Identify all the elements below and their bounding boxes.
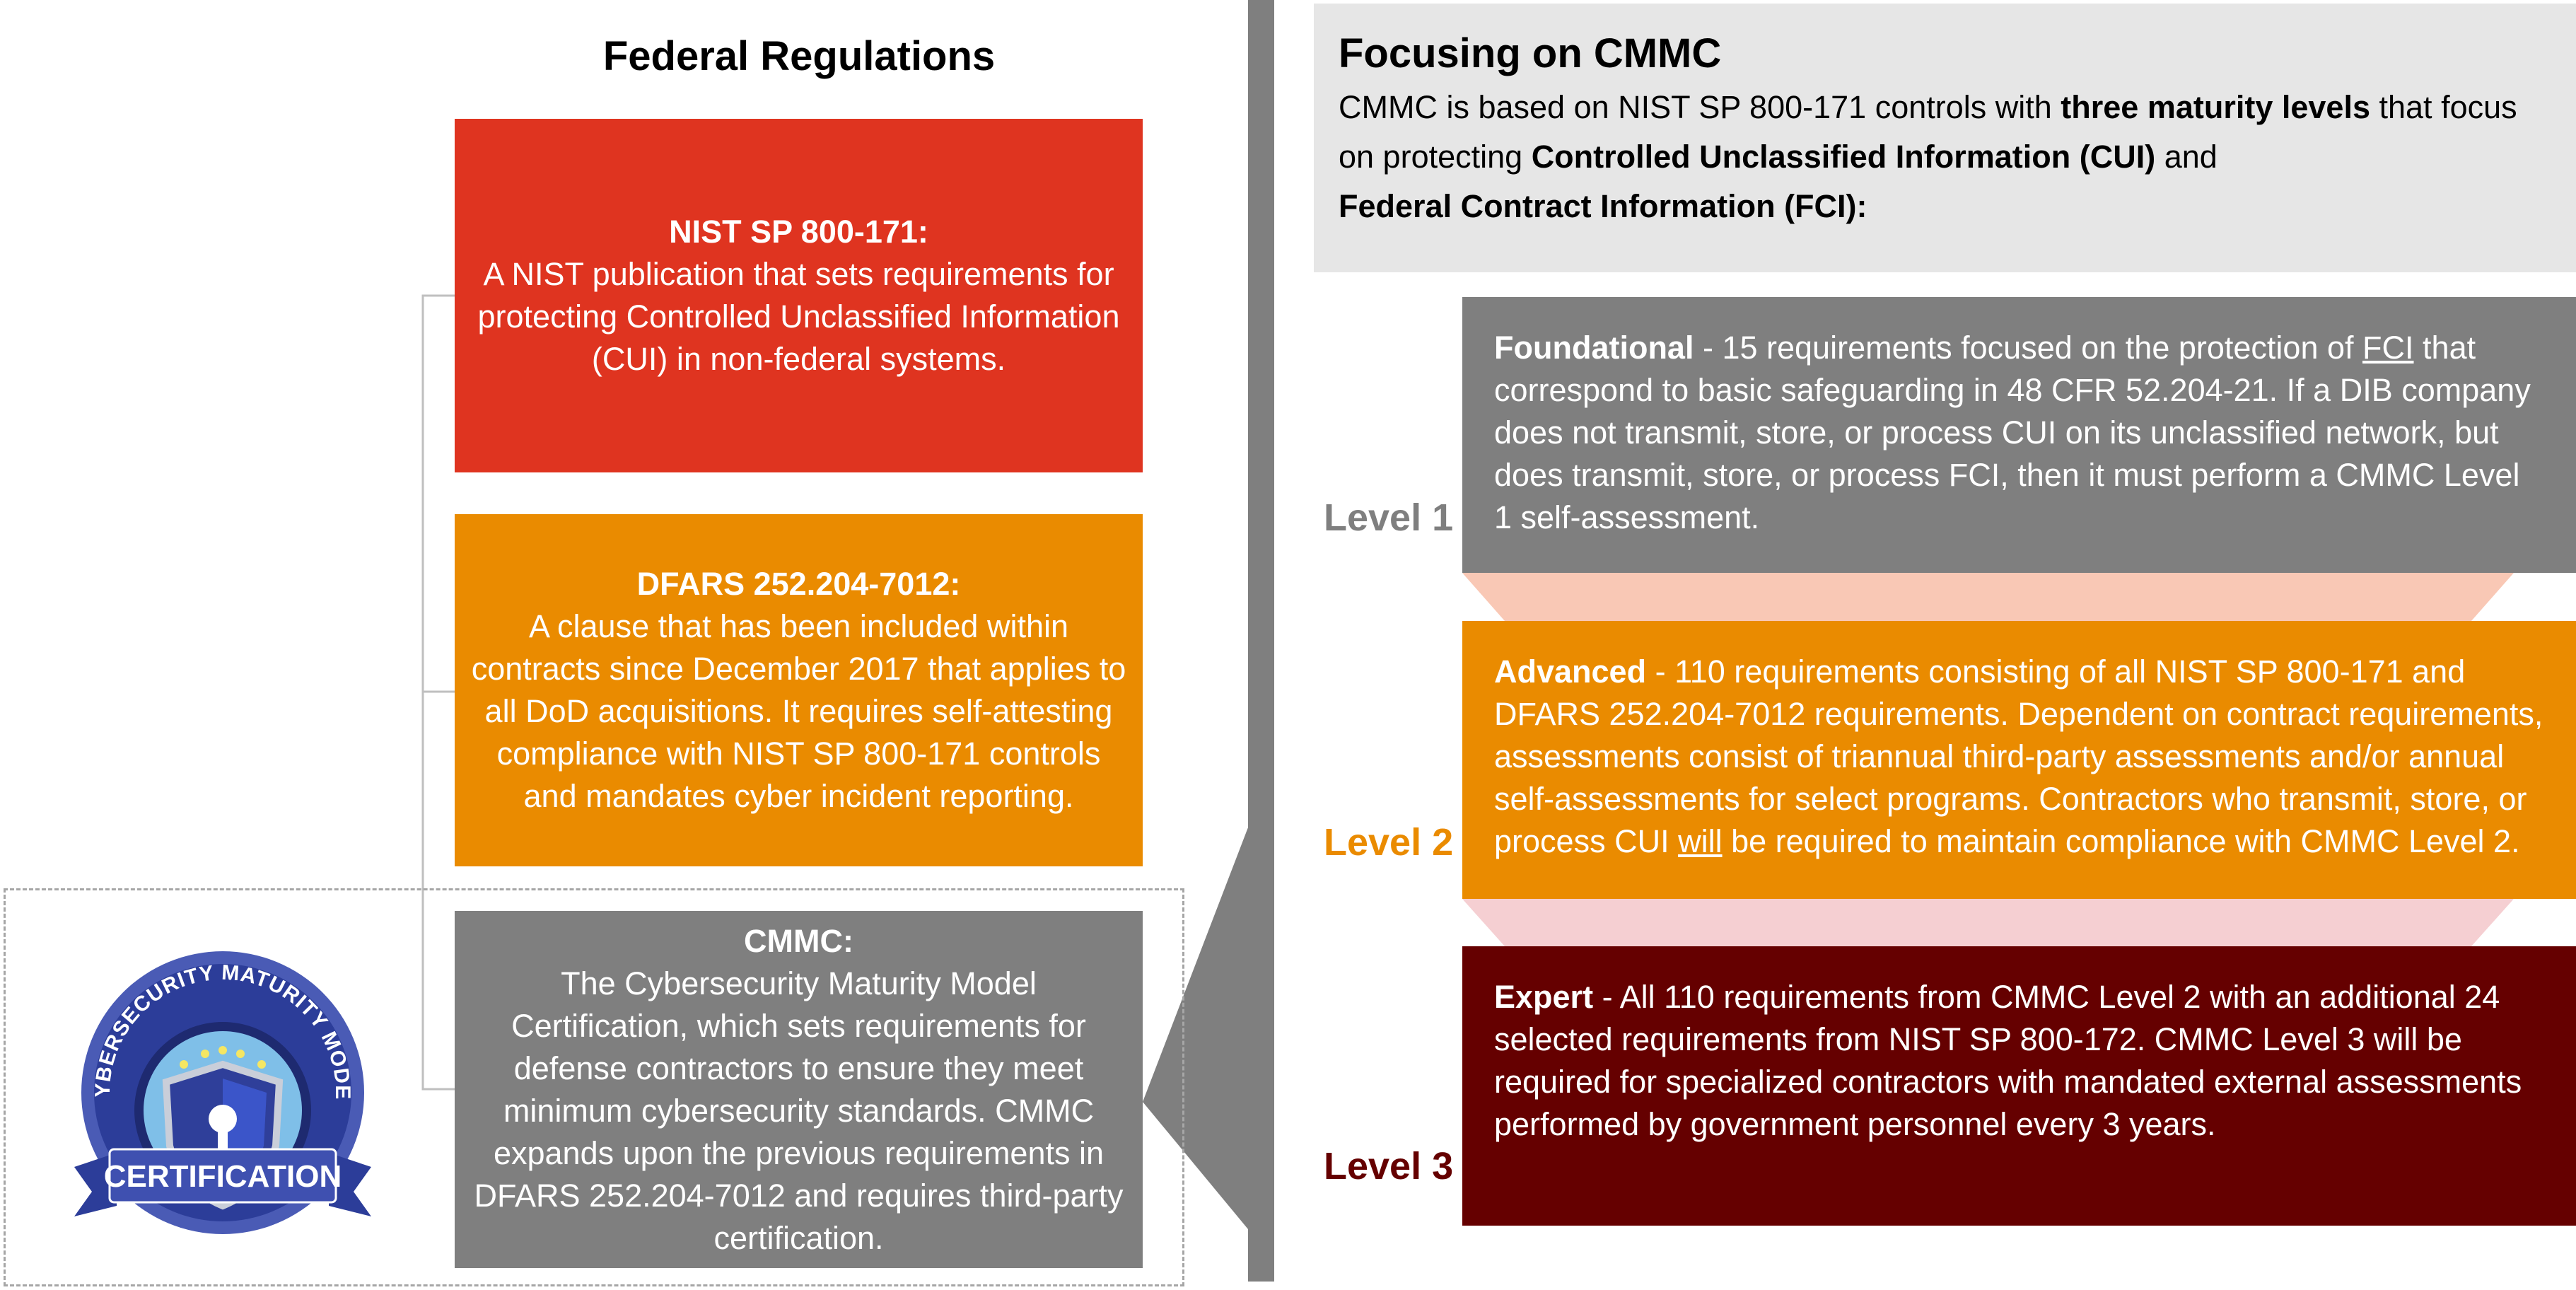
level-underlined: FCI bbox=[2362, 330, 2414, 366]
box-title: NIST SP 800-171: bbox=[669, 214, 928, 250]
nist-800-171-box: NIST SP 800-171: A NIST publication that… bbox=[455, 119, 1143, 472]
level-text: - All 110 requirements from CMMC Level 2… bbox=[1494, 979, 2522, 1142]
intro-bold: three maturity levels bbox=[2061, 89, 2370, 125]
box-body: A clause that has been included within c… bbox=[471, 608, 1126, 814]
level-text: be required to maintain compliance with … bbox=[1722, 823, 2520, 859]
level-name: Foundational bbox=[1494, 330, 1694, 366]
bracket-connector bbox=[421, 294, 455, 1091]
level-3-box: Expert - All 110 requirements from CMMC … bbox=[1462, 946, 2576, 1226]
vertical-divider bbox=[1248, 0, 1274, 1282]
level-text: that correspond to basic safeguarding in… bbox=[1494, 330, 2531, 535]
intro-text: and bbox=[2155, 139, 2217, 175]
intro-bold: Federal Contract Information (FCI): bbox=[1339, 188, 1867, 224]
cmmc-box: CMMC: The Cybersecurity Maturity Model C… bbox=[455, 911, 1143, 1268]
level-2-label: Level 2 bbox=[1324, 821, 1454, 864]
level-1-box: Foundational - 15 requirements focused o… bbox=[1462, 297, 2576, 573]
intro-text: CMMC is based on NIST SP 800-171 control… bbox=[1339, 89, 2061, 125]
intro-bold: Controlled Unclassified Information (CUI… bbox=[1531, 139, 2156, 175]
focusing-on-cmmc-panel: Focusing on CMMC CMMC is based on NIST S… bbox=[1314, 4, 2576, 272]
level-text: - 15 requirements focused on the protect… bbox=[1694, 330, 2363, 366]
level-2-box: Advanced - 110 requirements consisting o… bbox=[1462, 621, 2576, 899]
level-connector-2-3 bbox=[1462, 899, 2514, 946]
box-title: CMMC: bbox=[744, 922, 853, 959]
level-name: Advanced bbox=[1494, 653, 1647, 690]
cmmc-certification-badge-icon: CYBERSECURITY MATURITY MODEL CERTIFICATI… bbox=[60, 934, 371, 1234]
box-body: The Cybersecurity Maturity Model Certifi… bbox=[474, 965, 1124, 1256]
level-1-label: Level 1 bbox=[1324, 496, 1454, 539]
level-connector-1-2 bbox=[1462, 573, 2514, 621]
intro-text: that focus on protecting bbox=[1339, 89, 2517, 175]
level-underlined: will bbox=[1678, 823, 1723, 859]
focusing-on-cmmc-title: Focusing on CMMC bbox=[1339, 30, 1722, 76]
level-3-label: Level 3 bbox=[1324, 1145, 1454, 1187]
callout-wedge bbox=[1143, 827, 1248, 1229]
federal-regulations-title: Federal Regulations bbox=[602, 33, 996, 79]
cmmc-intro-text: CMMC is based on NIST SP 800-171 control… bbox=[1339, 83, 2551, 231]
cmmc-dashed-frame bbox=[4, 888, 1184, 1286]
box-body: A NIST publication that sets requirement… bbox=[477, 256, 1120, 377]
level-text: - 110 requirements consisting of all NIS… bbox=[1494, 653, 2543, 859]
svg-text:CERTIFICATION: CERTIFICATION bbox=[104, 1159, 342, 1194]
dfars-box: DFARS 252.204-7012: A clause that has be… bbox=[455, 514, 1143, 866]
box-title: DFARS 252.204-7012: bbox=[636, 566, 961, 602]
level-name: Expert bbox=[1494, 979, 1594, 1015]
